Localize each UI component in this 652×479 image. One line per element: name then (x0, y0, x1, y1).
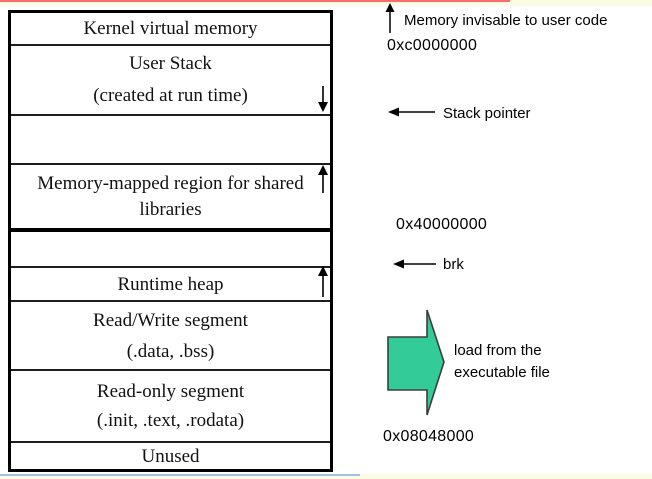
segment-runtime-heap: Runtime heap (11, 268, 330, 302)
brk-left-arrow-icon (393, 259, 436, 269)
segment-gap-above-heap (11, 232, 330, 268)
segment-unused: Unused (11, 443, 330, 469)
segment-memory-mapped: Memory-mapped region for shared librarie… (11, 165, 330, 232)
page-bottom-margin (0, 474, 652, 479)
memory-invisible-label: Memory invisable to user code (404, 12, 608, 29)
mmap-grow-up-arrow-icon (318, 165, 328, 193)
stack-pointer-left-arrow-icon (388, 107, 435, 117)
segment-read-write: Read/Write segment (.data, .bss) (11, 302, 330, 371)
memory-box: Kernel virtual memory User Stack (create… (8, 10, 333, 472)
kernel-boundary-up-arrow-icon (385, 3, 395, 33)
load-block-arrow-icon (387, 309, 445, 416)
segment-read-write-label: Read/Write segment (93, 309, 248, 331)
segment-gap-above-mmap (11, 116, 330, 165)
load-block-arrow-shape (387, 309, 445, 416)
segment-read-only-sublabel: (.init, .text, .rodata) (96, 410, 245, 431)
heap-grow-up-arrow-icon (318, 266, 328, 297)
page-top-margin (0, 0, 652, 6)
segment-read-only: Read-only segment (.init, .text, .rodata… (11, 371, 330, 443)
brk-label: brk (443, 256, 464, 273)
stack-pointer-label: Stack pointer (443, 105, 531, 122)
segment-user-stack: User Stack (created at run time) (11, 46, 330, 116)
segment-kernel-label: Kernel virtual memory (83, 18, 258, 39)
stack-grow-down-arrow-icon (318, 86, 328, 112)
top-red-rule (0, 0, 510, 2)
segment-kernel: Kernel virtual memory (11, 13, 330, 46)
load-label-line2: executable file (454, 364, 550, 381)
kernel-base-address: 0xc0000000 (387, 37, 478, 54)
segment-user-stack-label: User Stack (129, 53, 212, 74)
segment-unused-label: Unused (141, 445, 200, 467)
load-label-line1: load from the (454, 342, 542, 359)
segment-read-only-label: Read-only segment (96, 381, 245, 402)
segment-memory-mapped-label: Memory-mapped region for shared (37, 173, 304, 194)
text-start-address: 0x08048000 (383, 428, 475, 445)
segment-memory-mapped-sublabel: libraries (139, 199, 202, 220)
load-from-executable-label: load from the executable file (454, 340, 550, 384)
segment-user-stack-sublabel: (created at run time) (93, 85, 248, 106)
segment-runtime-heap-label: Runtime heap (117, 273, 224, 295)
shared-lib-address: 0x40000000 (396, 216, 488, 233)
bottom-blue-rule (0, 474, 360, 476)
segment-read-write-sublabel: (.data, .bss) (126, 340, 215, 362)
